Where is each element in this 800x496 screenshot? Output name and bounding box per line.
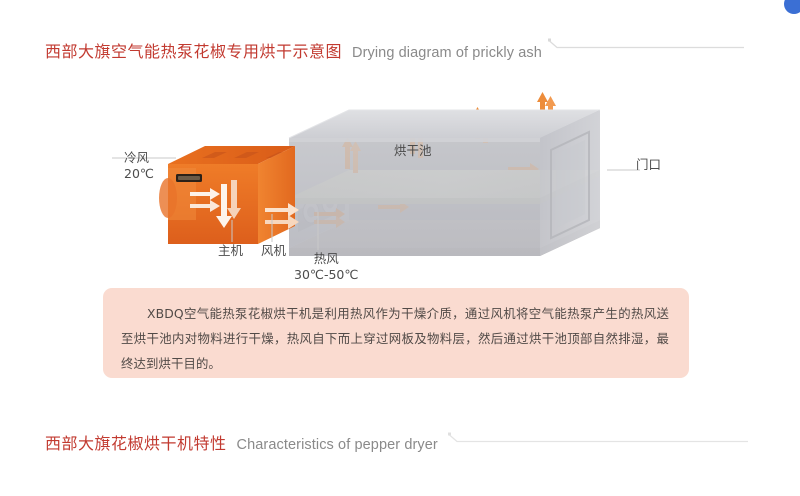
dryer-diagram-svg: [112, 92, 640, 256]
label-hot-air: 热风 30℃-50℃: [294, 251, 358, 282]
description-text: XBDQ空气能热泵花椒烘干机是利用热风作为干燥介质，通过风机将空气能热泵产生的热…: [121, 306, 669, 371]
label-cold-air-line1: 冷风: [124, 150, 150, 165]
section-heading-bottom: 西部大旗花椒烘干机特性 Characteristics of pepper dr…: [45, 430, 438, 454]
label-cold-air: 冷风 20℃: [124, 150, 154, 181]
label-fan: 风机: [261, 243, 287, 258]
label-cold-air-line2: 20℃: [124, 165, 154, 181]
label-hot-air-line1: 热风: [313, 251, 339, 266]
internal-down-arrows: [216, 180, 241, 228]
section-title-en: Characteristics of pepper dryer: [236, 437, 438, 453]
chamber-door-wall: [540, 110, 600, 256]
label-door: 门口: [636, 157, 662, 172]
heading-rule-bottom: [448, 432, 748, 446]
decorative-blue-dot: [784, 0, 800, 14]
hot-air-outlet-arrow: [265, 203, 299, 229]
heat-pump-unit: [159, 146, 299, 244]
label-drying-pool: 烘干池: [394, 143, 432, 158]
dryer-diagram: [0, 80, 800, 280]
section-heading-top: 西部大旗空气能热泵花椒专用烘干示意图 Drying diagram of pri…: [45, 38, 542, 62]
label-hot-air-line2: 30℃-50℃: [294, 266, 359, 282]
chamber-top: [288, 109, 600, 139]
description-panel: XBDQ空气能热泵花椒烘干机是利用热风作为干燥介质，通过风机将空气能热泵产生的热…: [103, 288, 689, 378]
callout-leader-lines: [112, 157, 640, 250]
heading-rule-top: [548, 38, 744, 52]
page-title-cn: 西部大旗空气能热泵花椒专用烘干示意图: [45, 42, 343, 61]
page-title-en: Drying diagram of prickly ash: [352, 45, 542, 61]
section-title-cn: 西部大旗花椒烘干机特性: [45, 434, 227, 453]
cold-air-arrow: [190, 188, 220, 212]
label-host-unit: 主机: [218, 243, 244, 258]
chamber-front-wall: [289, 138, 540, 256]
